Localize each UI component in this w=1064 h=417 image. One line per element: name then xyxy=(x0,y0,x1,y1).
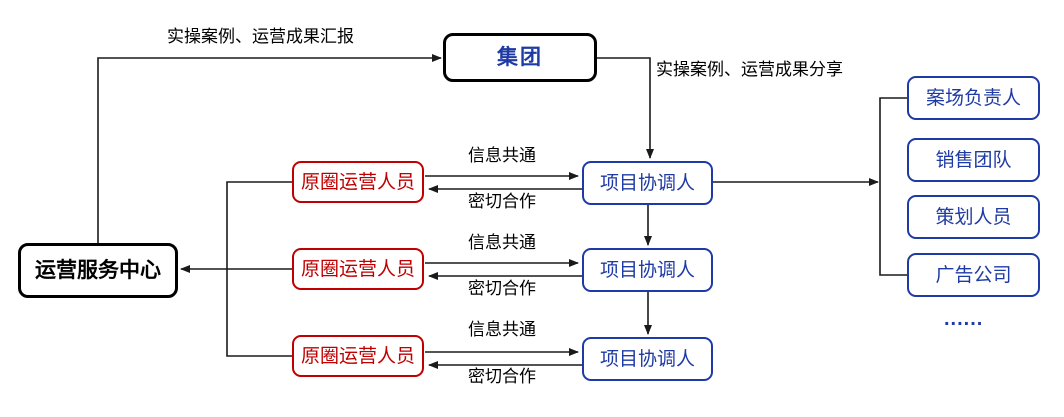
node-stakeholder-site-lead: 案场负责人 xyxy=(907,76,1040,120)
edge-label-info-sharing-1: 信息共通 xyxy=(468,146,536,165)
edge-group-to-coordinator-arrow xyxy=(597,57,654,159)
node-coordinator-1: 项目协调人 xyxy=(582,161,713,205)
edge-label-report-to-group: 实操案例、运营成果汇报 xyxy=(167,27,354,46)
node-ops-center: 运营服务中心 xyxy=(18,243,178,298)
stakeholders-ellipsis: ...... xyxy=(944,308,984,330)
node-circle-ops-1: 原圈运营人员 xyxy=(292,161,424,203)
edge-label-info-sharing-3: 信息共通 xyxy=(468,320,536,339)
edge-ops-to-group-arrow xyxy=(97,54,442,243)
edge-label-close-cooperation-2: 密切合作 xyxy=(468,279,536,298)
node-stakeholder-sales-team: 销售团队 xyxy=(907,138,1040,182)
node-coordinator-2: 项目协调人 xyxy=(582,248,713,292)
node-circle-ops-3: 原圈运营人员 xyxy=(292,335,424,377)
edge-label-close-cooperation-1: 密切合作 xyxy=(468,192,536,211)
edge-label-info-sharing-2: 信息共通 xyxy=(468,233,536,252)
node-circle-ops-2: 原圈运营人员 xyxy=(292,248,424,290)
node-group: 集团 xyxy=(443,33,597,82)
node-stakeholder-ad-agency: 广告公司 xyxy=(907,253,1040,297)
edge-label-share-from-group: 实操案例、运营成果分享 xyxy=(656,60,843,79)
edge-label-close-cooperation-3: 密切合作 xyxy=(468,367,536,386)
node-stakeholder-planners: 策划人员 xyxy=(907,195,1040,239)
node-coordinator-3: 项目协调人 xyxy=(582,337,713,381)
stakeholders-bracket-line xyxy=(879,97,907,276)
